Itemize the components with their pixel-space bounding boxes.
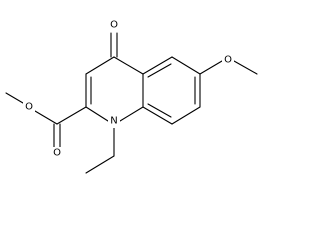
molecule-structure-diagram: O N O O O [5, 19, 258, 174]
bond-c4a-c5-inner [147, 63, 172, 78]
atom-label: O [110, 20, 118, 31]
bond-c8-c8a-inner [147, 103, 172, 118]
atom-label: N [110, 116, 117, 127]
bond-c4-c3 [85, 56, 115, 75]
bond-o-alkoxy-ch3 [5, 92, 24, 104]
bond-ch2-ch3 [85, 155, 115, 174]
atom-ester-alkoxy-oxygen: O [23, 101, 35, 113]
bond-o-ether-ch3 [233, 60, 258, 75]
bond-c6-o-ether [199, 60, 223, 75]
bond-c2-c-ester [56, 106, 87, 125]
atom-ring-nitrogen: N [108, 115, 120, 128]
atom-ether-oxygen: O [222, 55, 234, 67]
atom-label: O [25, 102, 33, 113]
bond-n1-c8a [119, 106, 144, 122]
atom-ketone-oxygen: O [108, 19, 120, 31]
atom-label: O [224, 55, 232, 66]
bond-c5-c6 [171, 56, 201, 75]
bond-c4a-c5 [142, 56, 173, 75]
bond-c-ester-o-alkoxy [34, 110, 58, 125]
atom-ester-carbonyl-oxygen: O [51, 147, 63, 159]
bond-c8-c8a [142, 106, 173, 125]
bond-c4-c4a [113, 56, 144, 75]
bond-c2-n1 [85, 106, 109, 122]
atom-label: O [53, 148, 61, 159]
bond-c7-c8 [171, 106, 201, 125]
